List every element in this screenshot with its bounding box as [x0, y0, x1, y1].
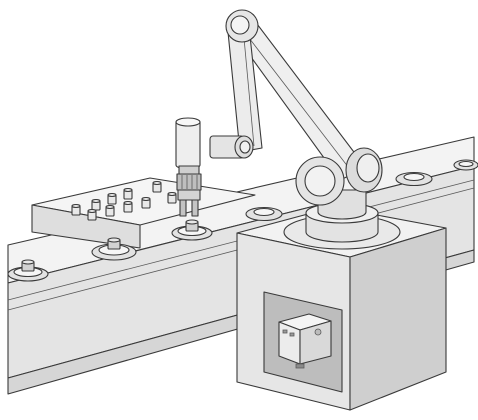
controller-foot	[296, 364, 304, 368]
workpiece	[153, 182, 161, 193]
workpiece	[124, 202, 132, 213]
workpiece	[106, 206, 114, 217]
workpiece	[142, 198, 150, 209]
controller-status-light	[283, 330, 287, 333]
workpiece	[88, 210, 96, 221]
controller-port	[315, 329, 321, 335]
conveyor-puck	[454, 160, 478, 170]
robot-elbow-joint	[226, 10, 258, 42]
robot-vertical-tool-tube	[176, 118, 200, 169]
workpiece	[168, 193, 176, 204]
robot-wrist-joint	[210, 136, 253, 158]
workpiece	[72, 205, 80, 216]
controller-front	[279, 322, 300, 364]
workpiece	[108, 194, 116, 205]
conveyor-puck	[396, 173, 432, 186]
workpiece	[124, 189, 132, 200]
conveyor-puck	[246, 208, 282, 221]
controller-status-light	[290, 333, 294, 336]
workpiece	[92, 200, 100, 211]
